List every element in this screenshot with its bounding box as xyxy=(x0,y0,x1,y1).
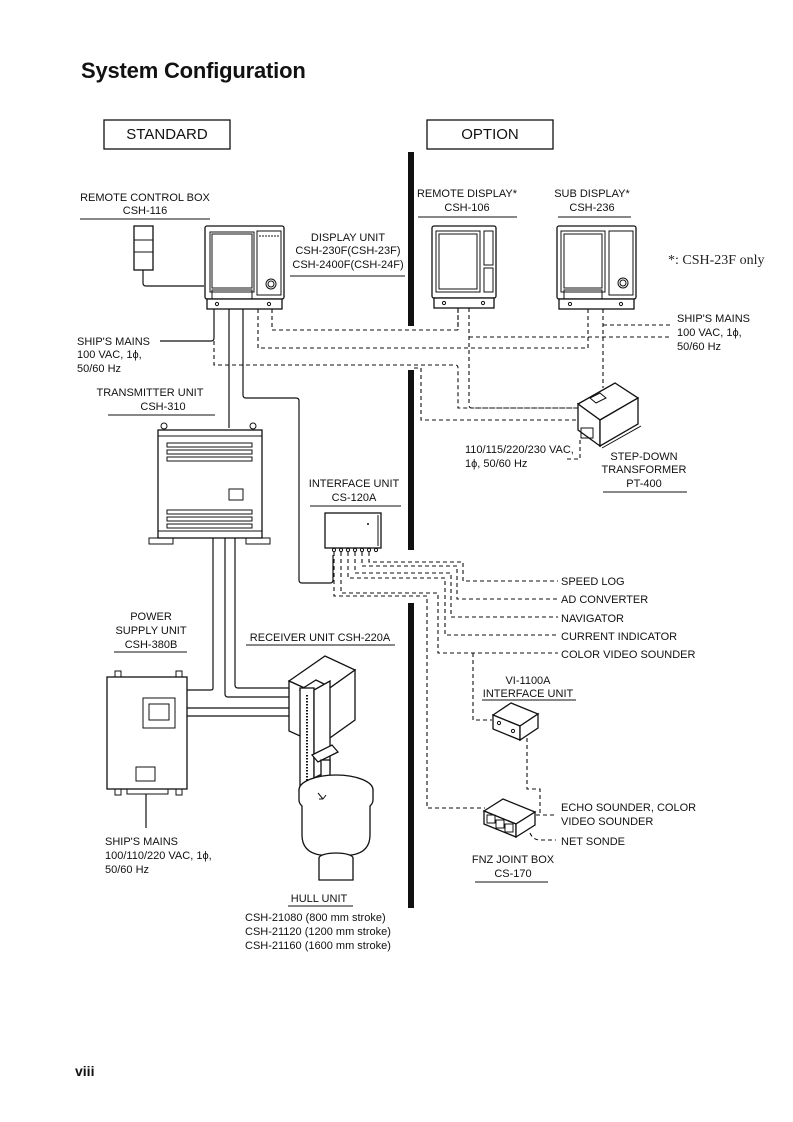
transformer-input-line-2: 1ϕ, 50/60 Hz xyxy=(465,458,527,470)
transformer-model: PT-400 xyxy=(626,478,661,490)
divider-bar xyxy=(408,152,414,326)
fnz-echo-sounder-1: ECHO SOUNDER, COLOR xyxy=(561,802,696,814)
remote-display-name: REMOTE DISPLAY* xyxy=(417,188,518,200)
transformer-name-1: STEP-DOWN xyxy=(610,451,677,463)
receiver-hull-unit xyxy=(287,655,374,881)
divider-bar xyxy=(408,603,414,908)
remote-display-model: CSH-106 xyxy=(444,202,489,214)
transformer-input-line-1: 110/115/220/230 VAC, xyxy=(465,444,574,456)
remote-control-box xyxy=(133,225,154,271)
hull-unit-model-1: CSH-21080 (800 mm stroke) xyxy=(245,912,386,924)
psu-model: CSH-380B xyxy=(125,639,178,651)
display-unit-model-1: CSH-230F(CSH-23F) xyxy=(295,245,400,257)
interface-unit-name: INTERFACE UNIT xyxy=(309,478,400,490)
display-mains-line-3: 50/60 Hz xyxy=(77,363,121,375)
psu-name-2: SUPPLY UNIT xyxy=(115,625,186,637)
vi-interface-model: VI-1100A xyxy=(505,675,551,687)
power-supply-unit xyxy=(106,670,188,796)
standard-header: STANDARD xyxy=(103,119,231,150)
transformer-name-2: TRANSFORMER xyxy=(602,464,687,476)
display-mains-line-2: 100 VAC, 1ϕ, xyxy=(77,349,142,361)
sub-display xyxy=(556,225,637,310)
sub-display-name: SUB DISPLAY* xyxy=(554,188,630,200)
remote-control-box-model: CSH-116 xyxy=(123,205,167,217)
transmitter-unit-name: TRANSMITTER UNIT xyxy=(97,387,204,399)
connection-ad-converter: AD CONVERTER xyxy=(561,594,648,606)
transmitter-unit-model: CSH-310 xyxy=(140,401,185,413)
option-label: OPTION xyxy=(461,126,519,143)
psu-name-1: POWER xyxy=(130,611,172,623)
display-unit xyxy=(204,225,285,310)
page-number: viii xyxy=(75,1063,95,1079)
display-mains-line-1: SHIP'S MAINS xyxy=(77,336,150,348)
fnz-echo-sounder-2: VIDEO SOUNDER xyxy=(561,816,653,828)
fnz-joint-box xyxy=(482,798,537,839)
connection-speed-log: SPEED LOG xyxy=(561,576,625,588)
fnz-joint-box-model: CS-170 xyxy=(494,868,531,880)
display-unit-model-2: CSH-2400F(CSH-24F) xyxy=(292,259,403,271)
remote-display xyxy=(431,225,497,309)
fnz-net-sonde: NET SONDE xyxy=(561,836,625,848)
connection-current-indicator: CURRENT INDICATOR xyxy=(561,631,677,643)
footnote: *: CSH-23F only xyxy=(668,253,764,268)
fnz-joint-box-name: FNZ JOINT BOX xyxy=(472,854,555,866)
hull-unit-model-2: CSH-21120 (1200 mm stroke) xyxy=(245,926,391,938)
psu-mains-line-3: 50/60 Hz xyxy=(105,864,149,876)
remote-control-box-name: REMOTE CONTROL BOX xyxy=(80,192,210,204)
connection-color-video-sounder: COLOR VIDEO SOUNDER xyxy=(561,649,696,661)
hull-unit-model-3: CSH-21160 (1600 mm stroke) xyxy=(245,940,391,952)
psu-mains-line-1: SHIP'S MAINS xyxy=(105,836,178,848)
vi-1100a-interface-unit xyxy=(491,702,540,742)
option-header: OPTION xyxy=(426,119,554,150)
interface-unit xyxy=(324,512,382,553)
divider-bar xyxy=(408,370,414,550)
receiver-unit-name: RECEIVER UNIT CSH-220A xyxy=(250,632,391,644)
sub-display-model: CSH-236 xyxy=(569,202,614,214)
step-down-transformer xyxy=(576,382,642,449)
hull-unit-name: HULL UNIT xyxy=(291,893,348,905)
psu-mains-line-2: 100/110/220 VAC, 1ϕ, xyxy=(105,850,212,862)
option-mains-line-2: 100 VAC, 1ϕ, xyxy=(677,327,742,339)
interface-unit-model: CS-120A xyxy=(332,492,377,504)
connection-navigator: NAVIGATOR xyxy=(561,613,624,625)
transmitter-unit xyxy=(148,422,271,545)
standard-label: STANDARD xyxy=(126,126,208,143)
vi-interface-name: INTERFACE UNIT xyxy=(483,688,574,700)
external-connections: SPEED LOG AD CONVERTER NAVIGATOR CURRENT… xyxy=(561,576,696,661)
display-unit-name: DISPLAY UNIT xyxy=(311,232,385,244)
option-mains-line-1: SHIP'S MAINS xyxy=(677,313,750,325)
option-mains-line-3: 50/60 Hz xyxy=(677,341,721,353)
page-title: System Configuration xyxy=(81,58,306,83)
